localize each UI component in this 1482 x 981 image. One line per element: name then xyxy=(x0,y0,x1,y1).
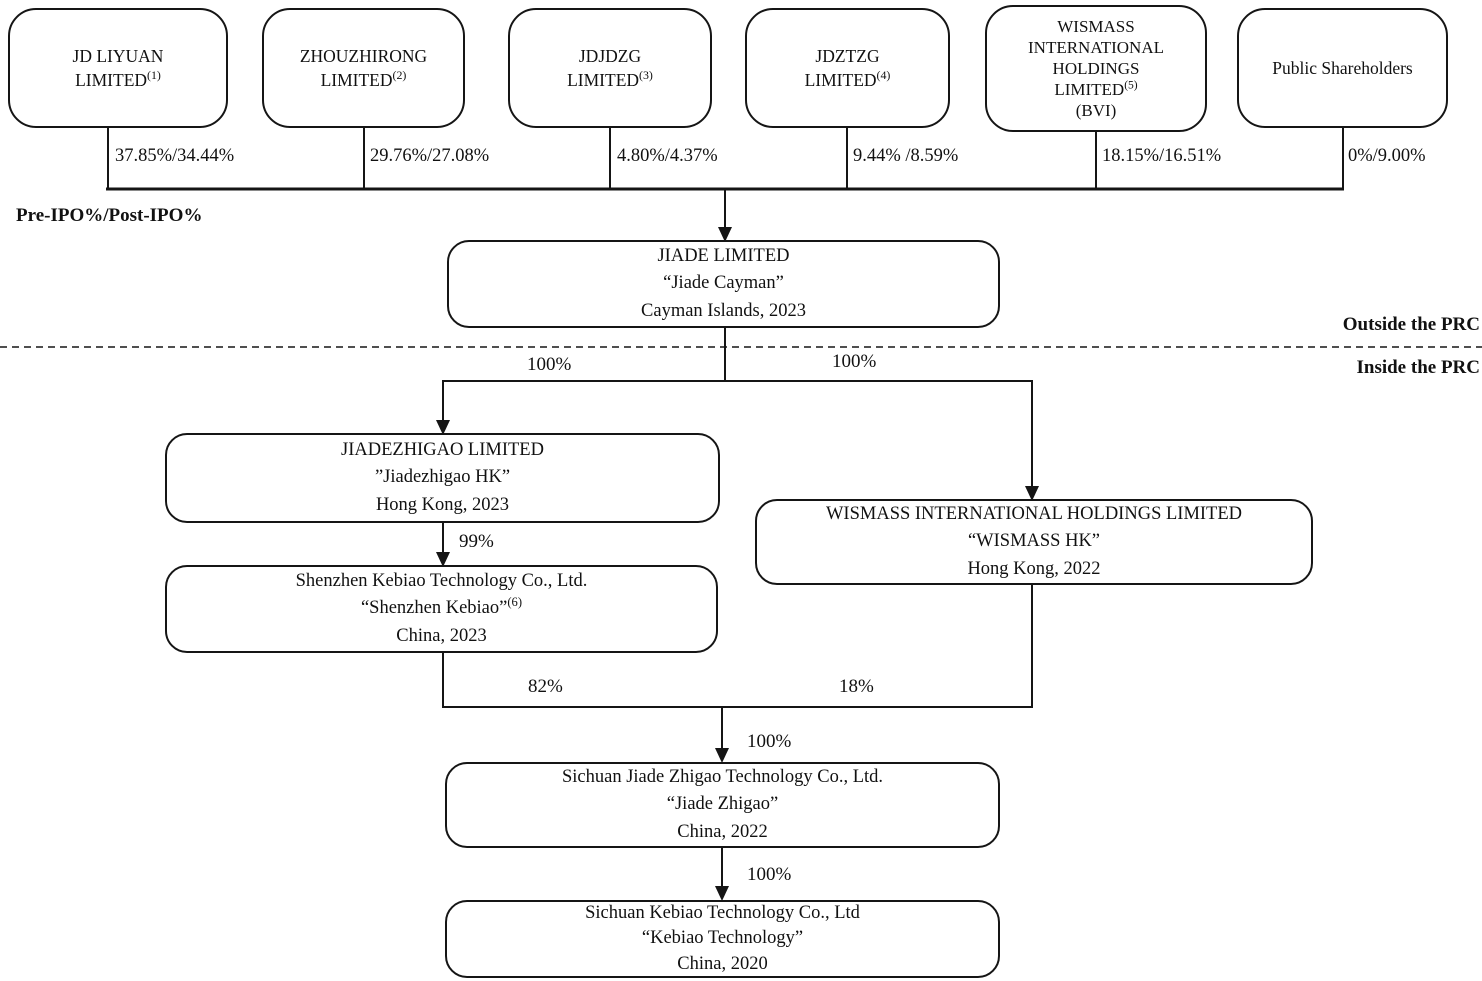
footnote-marker: (5) xyxy=(1124,78,1138,92)
entity-name: WISMASS INTERNATIONAL HOLDINGS LIMITED xyxy=(825,503,1243,524)
box-jiadezhigao-hk: JIADEZHIGAO LIMITED ”Jiadezhigao HK” Hon… xyxy=(165,433,720,523)
stake-jdjdzg: 4.80%/4.37% xyxy=(617,146,718,166)
arrowhead-jiadezhigao xyxy=(436,420,450,435)
stake-public: 0%/9.00% xyxy=(1348,146,1426,166)
arrowhead-jiade xyxy=(718,227,732,242)
box-zhouzhirong: ZHOUZHIRONG LIMITED(2) xyxy=(262,8,465,128)
footnote-marker: (3) xyxy=(639,68,653,83)
box-jdjdzg: JDJDZG LIMITED(3) xyxy=(508,8,712,128)
box-sichuan-jiade-zhigao: Sichuan Jiade Zhigao Technology Co., Ltd… xyxy=(445,762,1000,848)
arrowhead-wismass-hk xyxy=(1025,486,1039,501)
entity-origin: China, 2020 xyxy=(677,953,768,974)
region-inside-prc: Inside the PRC xyxy=(1356,357,1480,378)
entity-name: JIADEZHIGAO LIMITED xyxy=(341,439,544,460)
box-jd-liyuan: JD LIYUAN LIMITED(1) xyxy=(8,8,228,128)
pct-wismass-to-merge: 18% xyxy=(839,676,874,697)
box-public-shareholders: Public Shareholders xyxy=(1237,8,1448,128)
entity-origin: China, 2022 xyxy=(677,821,768,842)
entity-alias: “Shenzhen Kebiao” xyxy=(360,598,508,619)
entity-name: ZHOUZHIRONG LIMITED xyxy=(299,45,428,90)
entity-jurisdiction: (BVI) xyxy=(1075,101,1117,121)
stake-zhouzhirong: 29.76%/27.08% xyxy=(370,146,490,166)
box-wismass-bvi: WISMASS INTERNATIONAL HOLDINGS LIMITED(5… xyxy=(985,5,1207,132)
stake-jdztzg: 9.44% /8.59% xyxy=(853,146,959,166)
footnote-marker: (1) xyxy=(147,68,161,83)
region-outside-prc: Outside the PRC xyxy=(1342,314,1480,335)
entity-name: Public Shareholders xyxy=(1272,57,1413,78)
footnote-marker: (2) xyxy=(392,68,407,83)
entity-name: Shenzhen Kebiao Technology Co., Ltd. xyxy=(295,570,588,591)
entity-origin: Cayman Islands, 2023 xyxy=(641,300,806,321)
box-sichuan-kebiao: Sichuan Kebiao Technology Co., Ltd “Kebi… xyxy=(445,900,1000,978)
entity-alias: “WISMASS HK” xyxy=(967,531,1101,552)
entity-name: JD LIYUAN LIMITED xyxy=(72,45,164,90)
footnote-marker: (4) xyxy=(876,68,891,83)
legend-pre-post-ipo: Pre-IPO%/Post-IPO% xyxy=(16,205,203,226)
entity-name: Sichuan Jiade Zhigao Technology Co., Ltd… xyxy=(561,766,884,787)
box-shenzhen-kebiao: Shenzhen Kebiao Technology Co., Ltd. “Sh… xyxy=(165,565,718,653)
stake-wismass-bvi: 18.15%/16.51% xyxy=(1102,146,1222,166)
pct-jiadezhigao-to-shenzhen: 99% xyxy=(459,531,494,552)
pct-jiade-to-jiadezhigao: 100% xyxy=(527,354,572,375)
box-jdztzg: JDZTZG LIMITED(4) xyxy=(745,8,950,128)
entity-name: Sichuan Kebiao Technology Co., Ltd xyxy=(585,903,860,924)
box-wismass-hk: WISMASS INTERNATIONAL HOLDINGS LIMITED “… xyxy=(755,499,1313,585)
entity-name: JDJDZG LIMITED xyxy=(567,45,642,90)
arrowhead-jiadezhigao-sichuan xyxy=(715,748,729,763)
stake-jd-liyuan: 37.85%/34.44% xyxy=(115,146,235,166)
entity-alias: “Jiade Cayman” xyxy=(663,273,784,294)
arrowhead-kebiao xyxy=(715,886,729,901)
pct-jiade-zhigao-to-kebiao: 100% xyxy=(747,864,792,885)
entity-name: JDZTZG LIMITED xyxy=(804,45,880,90)
entity-origin: Hong Kong, 2022 xyxy=(967,558,1101,579)
entity-name: JIADE LIMITED xyxy=(657,245,790,266)
pct-merge-to-jiade-zhigao: 100% xyxy=(747,731,792,752)
footnote-marker: (6) xyxy=(507,595,523,610)
entity-origin: China, 2023 xyxy=(396,625,487,646)
entity-name: WISMASS INTERNATIONAL HOLDINGS LIMITED xyxy=(1028,16,1164,100)
arrowheads xyxy=(436,227,1039,901)
pct-jiade-to-wismass: 100% xyxy=(832,351,877,372)
pct-shenzhen-to-merge: 82% xyxy=(528,676,563,697)
entity-origin: Hong Kong, 2023 xyxy=(375,494,510,515)
entity-alias: ”Jiadezhigao HK” xyxy=(374,467,511,488)
arrowhead-shenzhen xyxy=(436,552,450,567)
entity-alias: “Jiade Zhigao” xyxy=(666,794,779,815)
box-jiade-cayman: JIADE LIMITED “Jiade Cayman” Cayman Isla… xyxy=(447,240,1000,328)
entity-alias: “Kebiao Technology” xyxy=(641,928,804,949)
